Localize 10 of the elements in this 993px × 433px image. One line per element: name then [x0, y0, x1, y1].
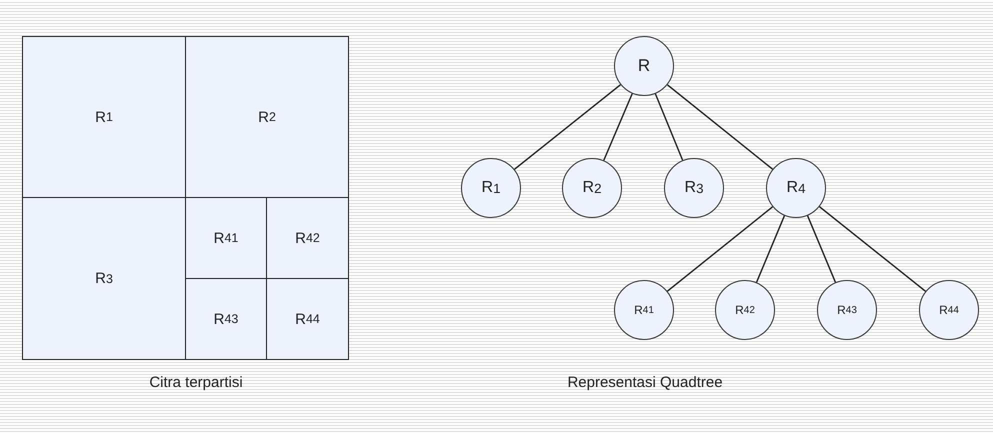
connector-line	[603, 93, 633, 161]
connector-line	[654, 94, 684, 160]
caption-text: Citra terpartisi	[149, 374, 243, 391]
connector-line	[666, 206, 774, 292]
caption-text: Representasi Quadtree	[567, 374, 723, 391]
connector-line	[819, 206, 926, 292]
connector-line	[756, 215, 786, 283]
connector-line	[514, 84, 621, 170]
connector-line	[806, 215, 836, 283]
connector-line	[666, 84, 774, 170]
